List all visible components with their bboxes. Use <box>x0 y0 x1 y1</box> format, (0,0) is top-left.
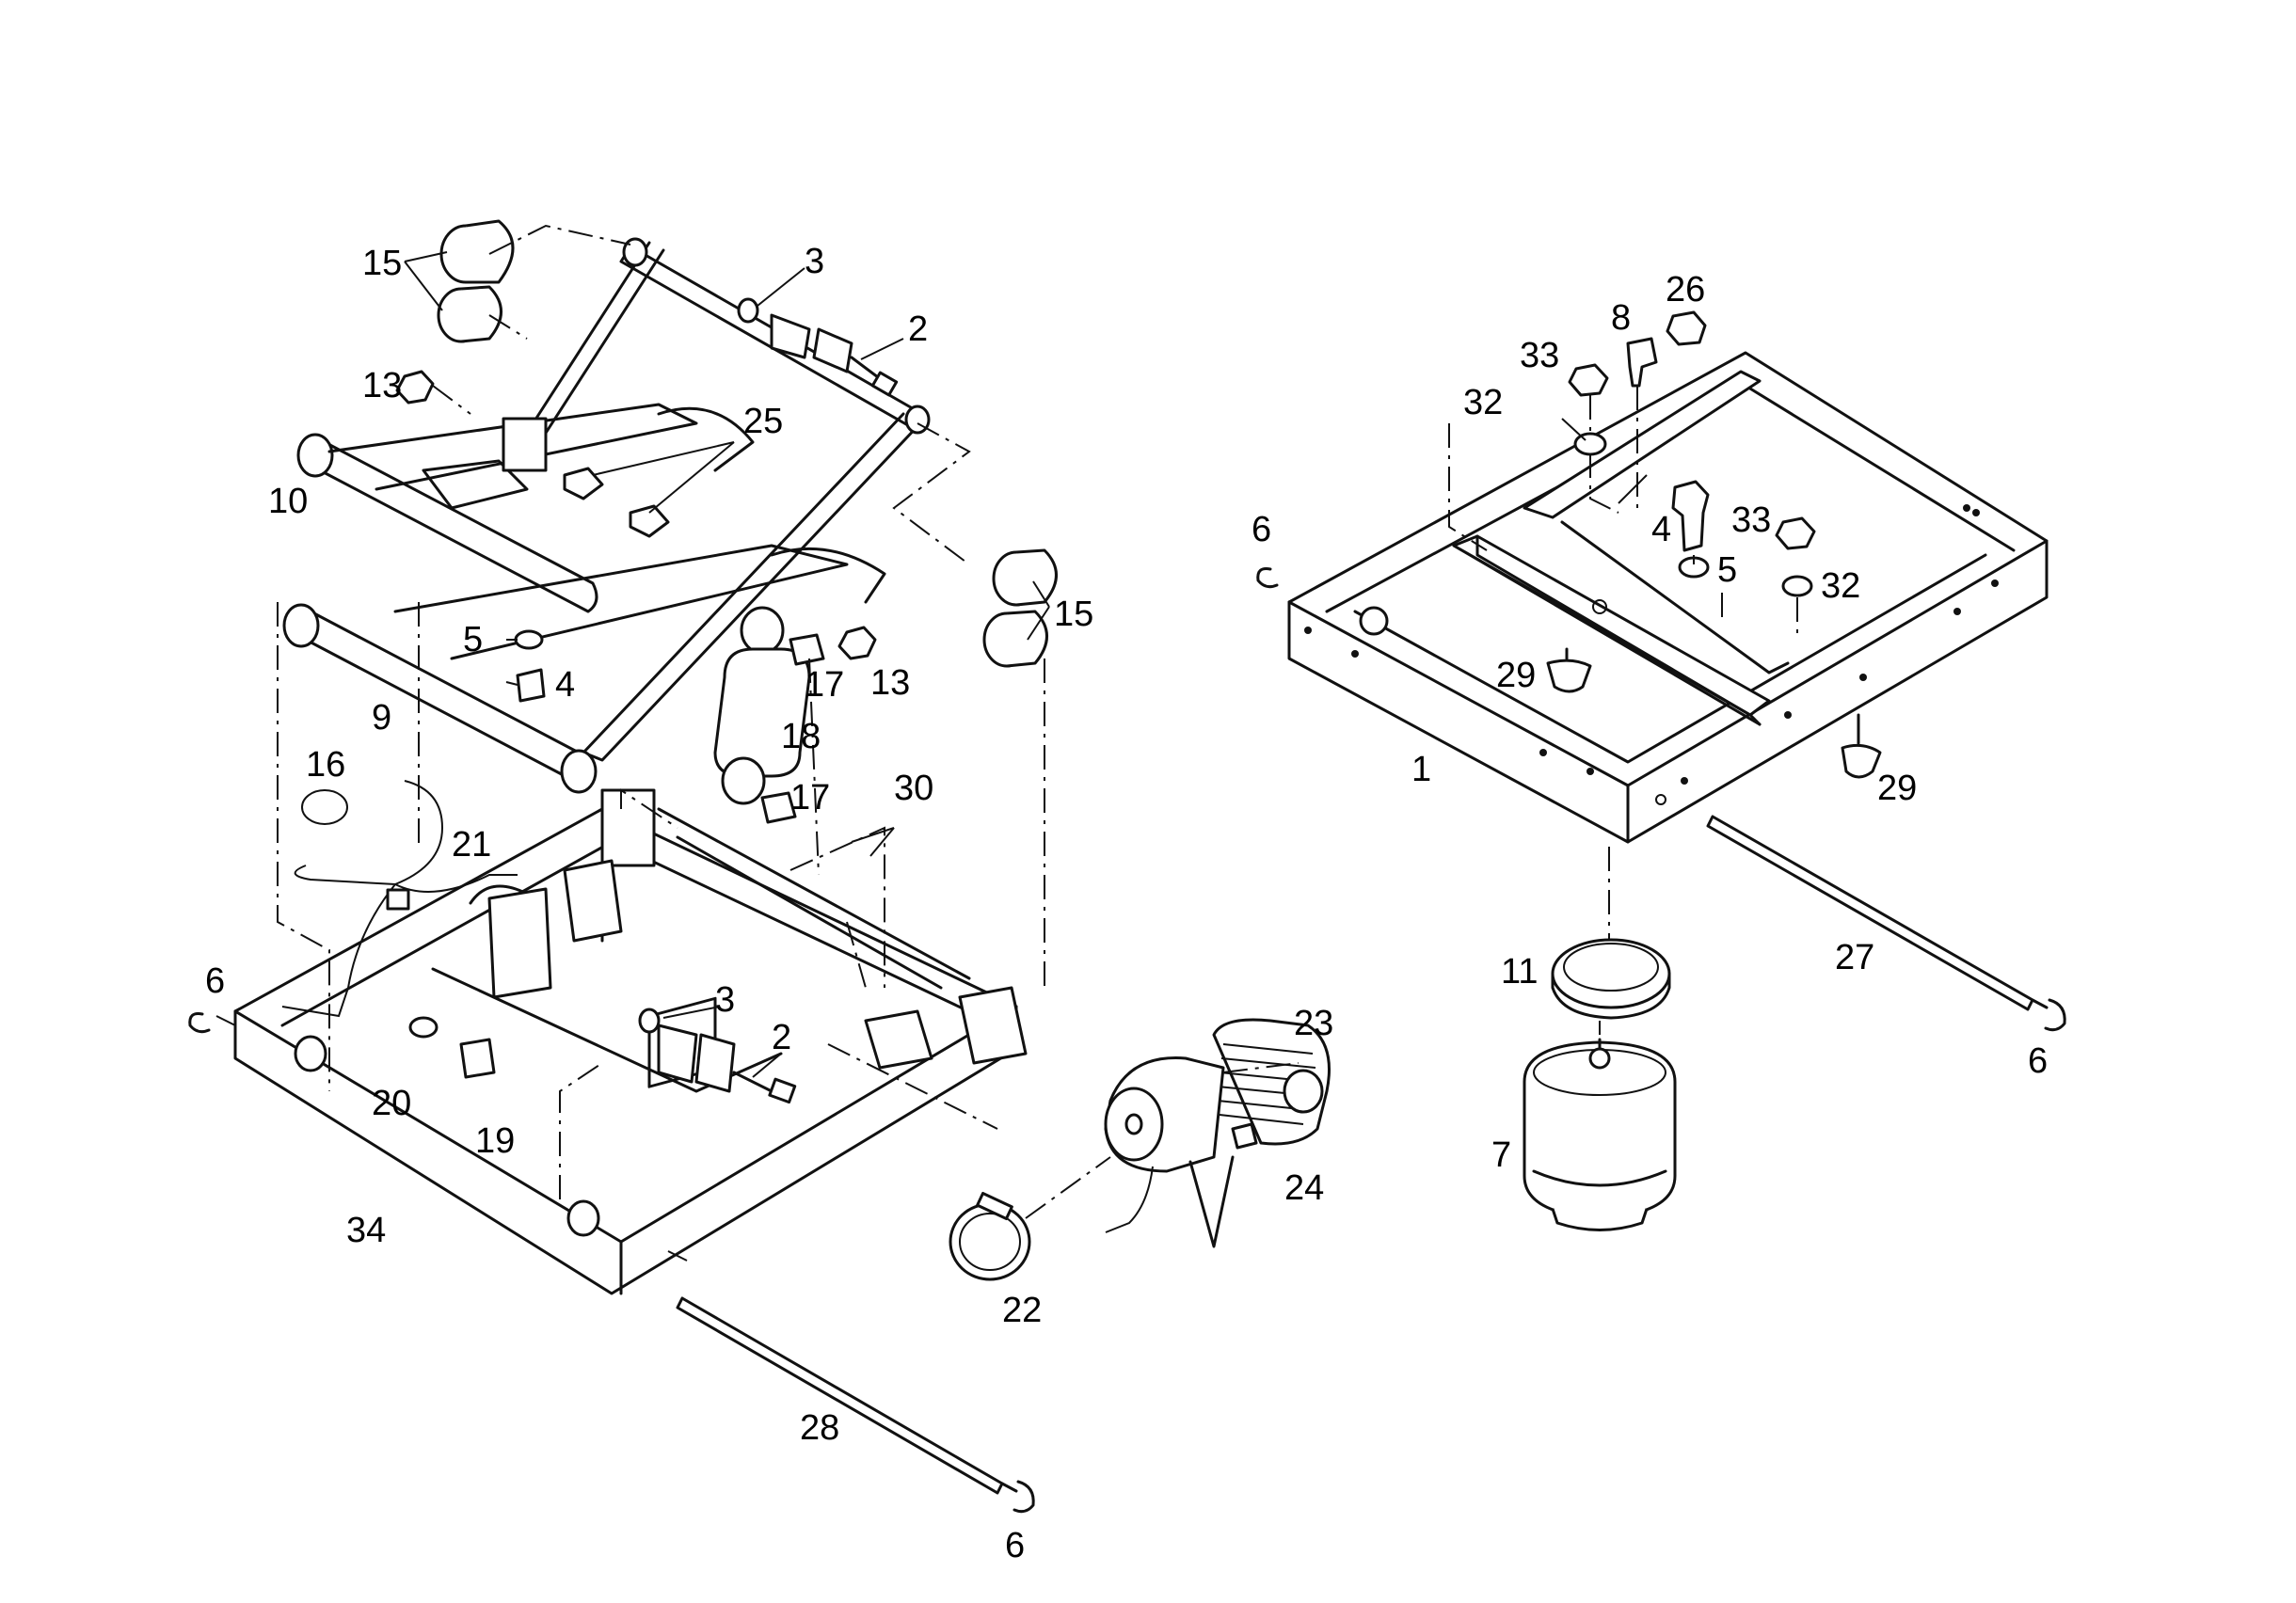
callout-28: 28 <box>800 1408 839 1448</box>
bumper-29-b <box>1841 743 1882 779</box>
washer-32-a <box>1573 432 1607 456</box>
callout-33-lower: 33 <box>1731 500 1771 540</box>
callout-6-left: 6 <box>205 961 225 1001</box>
callout-21: 21 <box>452 825 491 865</box>
callout-22: 22 <box>1002 1291 1042 1330</box>
callout-33-upper: 33 <box>1520 336 1559 375</box>
callout-13-lower: 13 <box>870 663 910 703</box>
callout-32-upper: 32 <box>1463 383 1503 422</box>
screw-20 <box>408 1016 438 1039</box>
scissor-lift-assembly <box>215 219 1058 1295</box>
frame-1 <box>1287 351 2049 844</box>
callout-8: 8 <box>1611 298 1631 338</box>
callout-9: 9 <box>372 698 391 738</box>
callout-10: 10 <box>268 482 308 521</box>
callout-26: 26 <box>1666 270 1705 309</box>
fitting-8 <box>1626 337 1658 388</box>
callout-20: 20 <box>372 1084 411 1123</box>
callout-25: 25 <box>743 402 783 441</box>
shaft-28 <box>676 1296 1035 1514</box>
bumper-29-a <box>1546 659 1592 693</box>
roller-15-right <box>982 548 1058 668</box>
callout-5-right: 5 <box>1717 550 1737 590</box>
callout-23: 23 <box>1294 1004 1333 1043</box>
connector-21 <box>386 888 410 911</box>
leader-lines <box>404 251 1648 1078</box>
callout-13-upper: 13 <box>362 366 402 405</box>
callout-labels: 15 3 2 13 25 10 15 5 4 17 13 9 18 16 17 … <box>205 242 2048 1565</box>
callout-15-upper: 15 <box>362 244 402 283</box>
callout-2-lower: 2 <box>772 1018 791 1057</box>
callout-27: 27 <box>1835 938 1874 977</box>
callout-32-lower: 32 <box>1821 566 1860 606</box>
gas-spring-18 <box>713 606 825 824</box>
callout-7: 7 <box>1491 1135 1511 1175</box>
pin-assembly-lower <box>638 1008 797 1104</box>
callout-5-left: 5 <box>463 620 483 659</box>
ring-11 <box>1551 938 1671 1020</box>
roller-15-upper <box>437 219 515 343</box>
nut-13-upper <box>395 370 435 405</box>
bolt-25-b <box>629 504 670 538</box>
callout-2-upper: 2 <box>908 309 928 349</box>
callout-19: 19 <box>475 1121 515 1161</box>
hose-clamp-16 <box>301 789 348 825</box>
top-frame-assembly <box>1256 310 2049 1035</box>
callout-1: 1 <box>1411 750 1431 789</box>
circlip-6-c <box>1256 567 1279 589</box>
air-spring-7 <box>1523 1038 1677 1231</box>
callout-6-right: 6 <box>2028 1041 2048 1081</box>
callout-6-right-frame: 6 <box>1252 510 1271 549</box>
cap-26 <box>1666 310 1707 346</box>
circlip-6-a <box>188 1012 211 1034</box>
bolt-25-a <box>563 467 604 500</box>
callout-29-lower: 29 <box>1877 769 1917 808</box>
callout-18: 18 <box>781 717 821 756</box>
switch-19 <box>459 1038 496 1079</box>
pin-assembly-upper <box>737 297 899 397</box>
bolt-4-left <box>516 668 546 703</box>
bolt-4-right <box>1671 480 1710 552</box>
wiring-harness-21 <box>281 780 518 1018</box>
callout-17-lower: 17 <box>790 778 830 817</box>
washer-5-left <box>514 629 544 650</box>
nut-33-b <box>1775 516 1816 550</box>
callout-24: 24 <box>1284 1168 1324 1208</box>
motor-pump-assembly <box>949 1018 1331 1281</box>
callout-6-bottom: 6 <box>1005 1526 1025 1565</box>
callout-11: 11 <box>1501 952 1538 992</box>
callout-34: 34 <box>346 1211 386 1250</box>
nut-33-a <box>1568 363 1609 397</box>
upper-scissor-frame <box>282 237 931 794</box>
callout-30: 30 <box>894 769 933 808</box>
washer-32-b <box>1781 575 1813 597</box>
callout-3-lower: 3 <box>715 980 735 1020</box>
shaft-27 <box>1706 815 2066 1032</box>
callout-16: 16 <box>306 745 345 785</box>
callout-4-left: 4 <box>555 665 575 705</box>
nut-13-lower <box>837 626 877 660</box>
callout-3-upper: 3 <box>805 242 824 281</box>
callout-4-right: 4 <box>1651 510 1671 549</box>
callout-15-right: 15 <box>1054 595 1093 634</box>
callout-17-upper: 17 <box>805 665 844 705</box>
callout-29-upper: 29 <box>1496 656 1536 695</box>
